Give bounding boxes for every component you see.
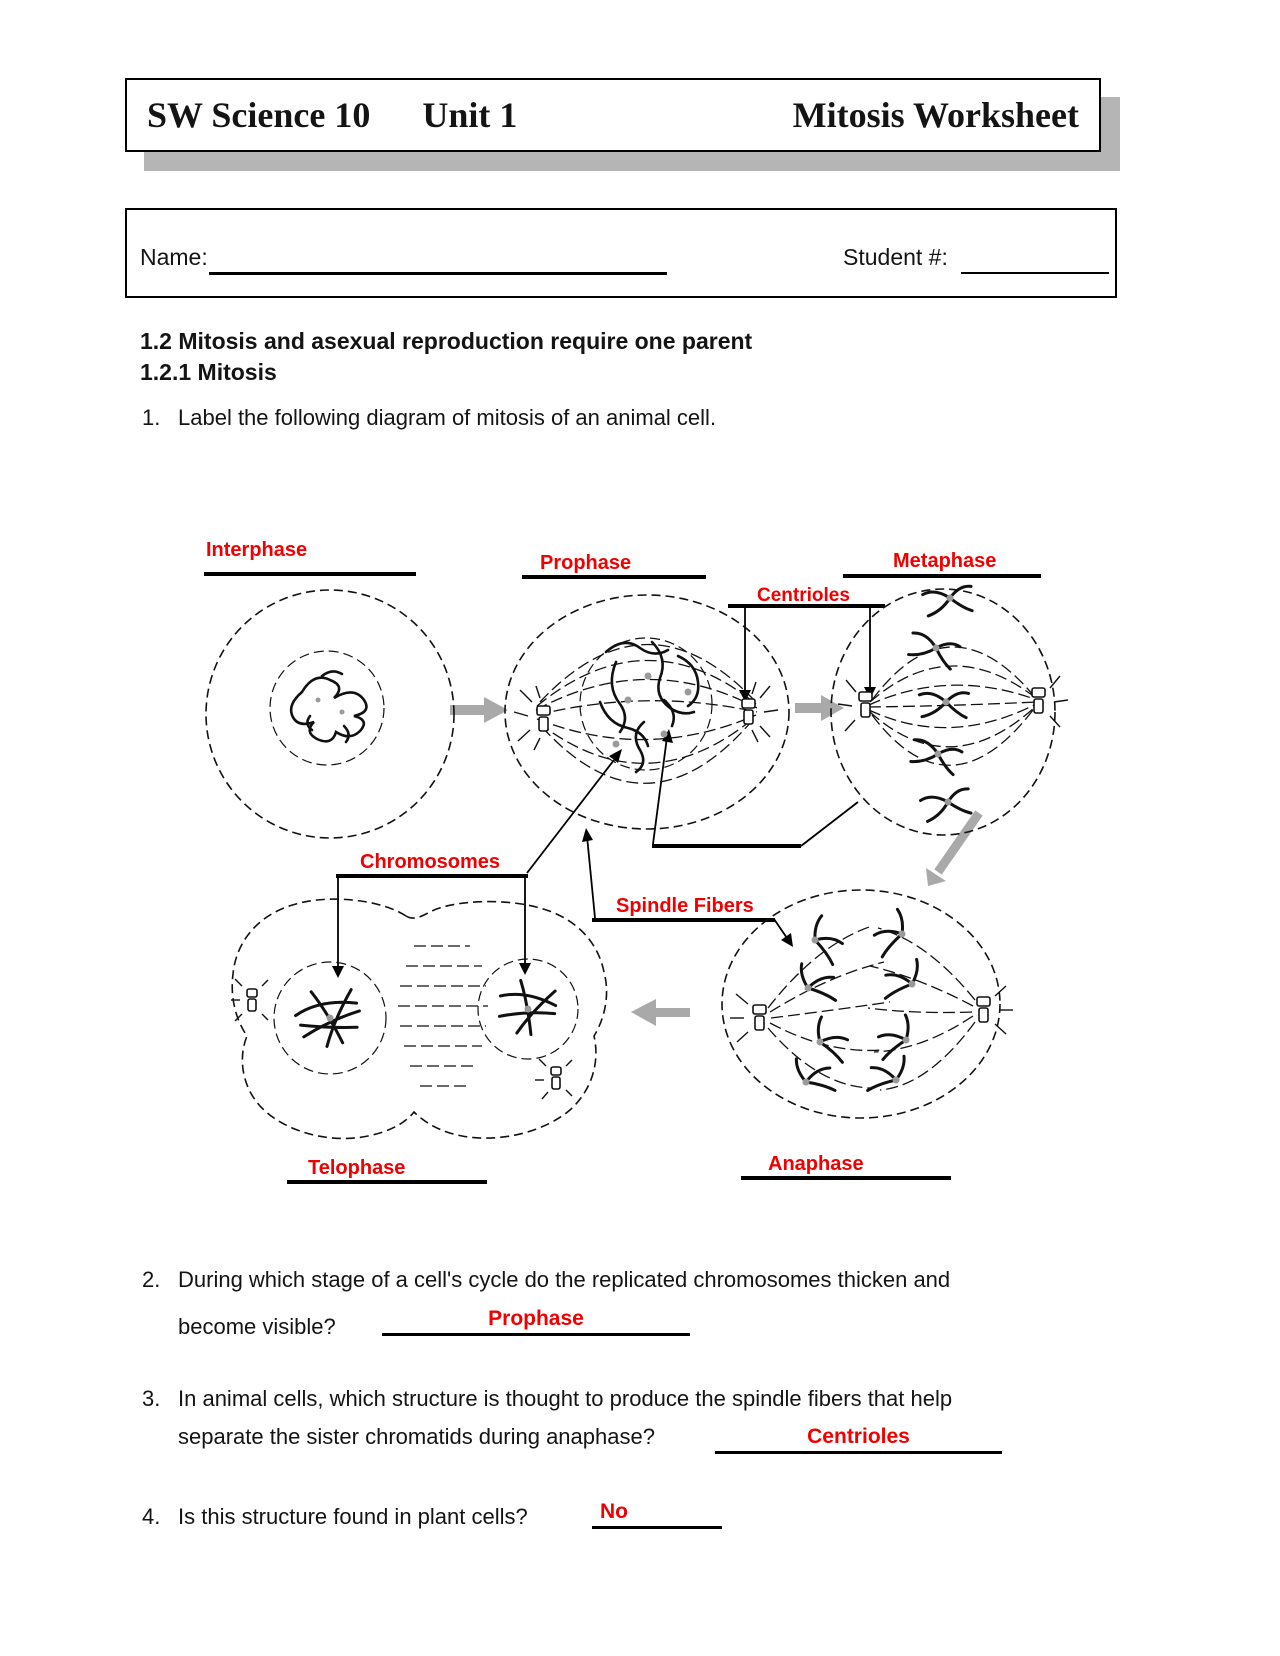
- metaphase-centriole-left: [858, 691, 873, 718]
- name-field[interactable]: [209, 246, 667, 275]
- interphase-cell-drawing: [205, 589, 455, 839]
- svg-text:Metaphase: Metaphase: [893, 550, 996, 572]
- header-course-unit: SW Science 10 Unit 1: [147, 94, 517, 136]
- q4-answer-blank[interactable]: No: [592, 1499, 722, 1529]
- prophase-label: Prophase: [522, 552, 706, 579]
- question-2-line1: During which stage of a cell's cycle do …: [178, 1267, 951, 1292]
- svg-text:Anaphase: Anaphase: [768, 1153, 864, 1175]
- stage-arrow-metaphase-to-anaphase: [926, 810, 983, 886]
- question-2-number: 2.: [142, 1267, 161, 1292]
- metaphase-label: Metaphase: [843, 550, 1041, 578]
- anaphase-centriole-right: [976, 996, 991, 1023]
- student-number-field[interactable]: [961, 246, 1109, 274]
- metaphase-cell-drawing: [830, 584, 1069, 836]
- metaphase-aster-rays: [837, 675, 1069, 732]
- anaphase-cell-drawing: [721, 889, 1013, 1119]
- question-4-text: Is this structure found in plant cells?: [178, 1504, 528, 1529]
- svg-text:Spindle Fibers: Spindle Fibers: [616, 895, 754, 917]
- prophase-centriole-right: [741, 698, 756, 725]
- svg-text:Chromosomes: Chromosomes: [360, 851, 500, 873]
- telophase-chromosomes-right: [497, 978, 558, 1036]
- metaphase-centriole-right: [1031, 687, 1046, 714]
- svg-text:Centrioles: Centrioles: [757, 585, 850, 606]
- prophase-aster-rays: [513, 681, 779, 751]
- question-4: 4. Is this structure found in plant cell…: [142, 1503, 528, 1531]
- question-3-line2: separate the sister chromatids during an…: [178, 1424, 655, 1449]
- question-1: 1. Label the following diagram of mitosi…: [142, 404, 716, 432]
- stage-arrow-anaphase-to-telophase: [631, 999, 690, 1026]
- section-heading-line1: 1.2 Mitosis and asexual reproduction req…: [140, 328, 753, 354]
- question-1-number: 1.: [142, 405, 161, 430]
- section-heading: 1.2 Mitosis and asexual reproduction req…: [140, 326, 752, 388]
- telophase-chromosomes-left: [294, 988, 361, 1048]
- telophase-aster-right: [535, 1058, 573, 1100]
- name-label: Name:: [140, 244, 208, 270]
- telophase-label: Telophase: [287, 1157, 487, 1184]
- question-4-number: 4.: [142, 1504, 161, 1529]
- interphase-label: Interphase: [204, 539, 416, 576]
- question-2-line2: become visible?: [178, 1314, 336, 1339]
- course-title: SW Science 10: [147, 95, 371, 135]
- student-number-label: Student #:: [843, 244, 948, 270]
- telophase-midbody-fibers: [398, 945, 488, 1087]
- spindle-fibers-label: Spindle Fibers: [582, 729, 859, 947]
- stage-arrow-prophase-to-metaphase: [795, 695, 844, 721]
- section-heading-line2: 1.2.1 Mitosis: [140, 359, 277, 385]
- chromosomes-label: Chromosomes: [332, 749, 622, 978]
- centrioles-label: Centrioles: [728, 585, 885, 702]
- prophase-chromatin: [598, 640, 700, 774]
- question-3-number: 3.: [142, 1386, 161, 1411]
- telophase-cell-drawing: [231, 898, 608, 1140]
- q2-answer-blank[interactable]: Prophase: [382, 1306, 690, 1336]
- unit-title: Unit 1: [422, 95, 518, 135]
- worksheet-header: SW Science 10 Unit 1 Mitosis Worksheet: [125, 78, 1101, 152]
- telophase-aster-left: [231, 978, 269, 1022]
- student-info-box: Name: Student #:: [125, 208, 1117, 298]
- anaphase-chromosomes: [794, 907, 919, 1092]
- metaphase-chromosomes: [907, 584, 974, 823]
- anaphase-label: Anaphase: [741, 1153, 951, 1180]
- question-3: 3. In animal cells, which structure is t…: [142, 1385, 952, 1413]
- svg-text:Prophase: Prophase: [540, 552, 631, 574]
- question-3-line1: In animal cells, which structure is thou…: [178, 1386, 953, 1411]
- anaphase-centriole-left: [752, 1004, 767, 1031]
- svg-text:Telophase: Telophase: [308, 1157, 405, 1179]
- stage-arrow-interphase-to-prophase: [450, 697, 508, 723]
- svg-text:Interphase: Interphase: [206, 539, 307, 561]
- question-2: 2. During which stage of a cell's cycle …: [142, 1266, 950, 1294]
- q3-answer-blank[interactable]: Centrioles: [715, 1424, 1002, 1454]
- worksheet-title: Mitosis Worksheet: [792, 95, 1079, 135]
- prophase-cell-drawing: [504, 594, 790, 830]
- prophase-centriole-left: [536, 705, 551, 732]
- question-1-text: Label the following diagram of mitosis o…: [178, 405, 717, 430]
- anaphase-aster-rays: [730, 985, 1013, 1043]
